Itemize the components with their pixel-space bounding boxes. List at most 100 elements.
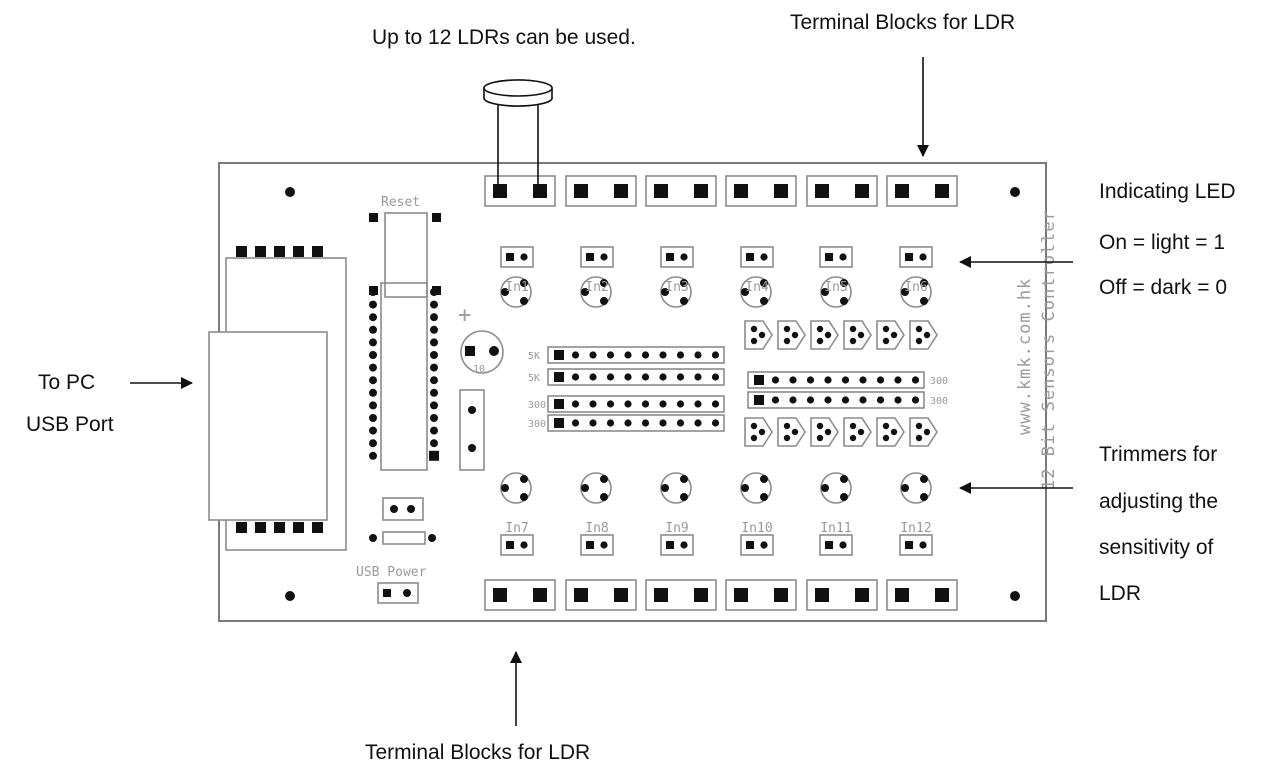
ic-pin (430, 300, 438, 309)
transistor-pin (915, 422, 923, 430)
resistor-pin (911, 376, 920, 384)
terminal-pad (734, 588, 748, 602)
ic-pin (369, 376, 377, 385)
terminal-pad (654, 184, 668, 198)
led-pad (905, 253, 913, 261)
transistor-pin (923, 428, 931, 436)
terminal-pad (855, 184, 869, 198)
resistor-pin (659, 419, 667, 427)
usb-pin (274, 246, 285, 257)
transistor-pin (882, 434, 890, 442)
ic-pin (430, 338, 438, 347)
terminal-block (886, 579, 958, 611)
usb-pin (312, 522, 323, 533)
resistor-pin (571, 373, 580, 381)
resistor-pin (711, 419, 720, 427)
terminal-bottom-note: Terminal Blocks for LDR (365, 741, 590, 764)
transistor-pin (758, 428, 766, 436)
trimmer-pin (661, 288, 669, 296)
terminal-pad (533, 588, 547, 602)
resistor-label: 300 (528, 419, 546, 430)
trimmer-pin (840, 493, 848, 501)
resistor-pin (589, 400, 597, 408)
trimmer-pin (600, 297, 608, 305)
transistor-rows (744, 320, 938, 447)
ic-pin (369, 414, 377, 422)
transistor-pin (750, 422, 758, 430)
resistor-array-left: 5K 5K 300 300 (528, 346, 725, 432)
transistor (876, 417, 905, 447)
resistor-pin (754, 395, 764, 405)
trimmer-label-4: LDR (1099, 582, 1141, 605)
led (899, 246, 933, 268)
resistor-pin (824, 396, 832, 404)
transistor-pin (783, 434, 791, 442)
transistor-pin (882, 422, 890, 430)
ic-pin (430, 313, 438, 322)
led (819, 246, 853, 268)
terminal-block (725, 175, 797, 207)
resistor-pin (771, 396, 780, 404)
led-pad (760, 541, 768, 549)
transistor (744, 320, 773, 350)
resistor-pin (624, 373, 632, 381)
ic-pin (430, 288, 438, 296)
led-pad (586, 253, 594, 261)
resistor-label: 300 (528, 400, 546, 411)
resistor-pin (876, 396, 885, 404)
transistor-pin (923, 331, 931, 339)
input-label: In5 (824, 280, 847, 295)
resistor-label: 300 (930, 376, 948, 387)
trimmer-pin (661, 484, 669, 492)
mounting-hole (285, 591, 295, 601)
resistor-pin (859, 396, 867, 404)
terminal-pad (654, 588, 668, 602)
resistor-pin (694, 400, 702, 408)
resistor-network (547, 395, 725, 413)
resistor-label: 5K (528, 351, 540, 362)
transistor-pin (750, 434, 758, 442)
capacitor-label: 10 (473, 364, 485, 375)
ic-pin (369, 439, 377, 448)
resistor-pin (676, 419, 685, 427)
trimmer-pin (501, 288, 509, 296)
usb-pin (255, 246, 266, 257)
terminal-pad (614, 184, 628, 198)
resistor-pin (659, 351, 667, 359)
ic-pin (430, 351, 438, 359)
resistor-label: 5K (528, 373, 540, 384)
trimmer-pin (901, 484, 909, 492)
usb-pin (312, 246, 323, 257)
terminal-pad (574, 184, 588, 198)
input-label: In11 (820, 521, 851, 536)
trimmer-pin (600, 493, 608, 501)
led-pad (680, 253, 688, 261)
trimmer-pin (821, 288, 829, 296)
resistor-pin (589, 351, 597, 359)
terminal-blocks (484, 175, 958, 611)
usb-pin (255, 522, 266, 533)
trimmer-pin (920, 297, 928, 305)
pc-label-1: To PC (38, 371, 95, 394)
transistor-pin (816, 422, 824, 430)
trimmer-pin (581, 484, 589, 492)
transistor (777, 417, 806, 447)
resistor-pin (641, 351, 650, 359)
transistor-pin (882, 325, 890, 333)
trimmers (500, 276, 932, 504)
trimmer-pin (920, 493, 928, 501)
led-pad (746, 253, 754, 261)
usb-power-label: USB Power (356, 565, 427, 580)
ic-pin (369, 325, 377, 334)
led (660, 246, 694, 268)
led (740, 246, 774, 268)
mounting-hole (285, 187, 295, 197)
led-pad (666, 253, 674, 261)
terminal-block (806, 579, 878, 611)
capacitor: + 10 (458, 303, 504, 375)
transistor-pin (882, 337, 890, 345)
transistor-pin (849, 325, 857, 333)
led-pad (520, 541, 528, 549)
transistor-pin (816, 325, 824, 333)
transistor-pin (816, 337, 824, 345)
